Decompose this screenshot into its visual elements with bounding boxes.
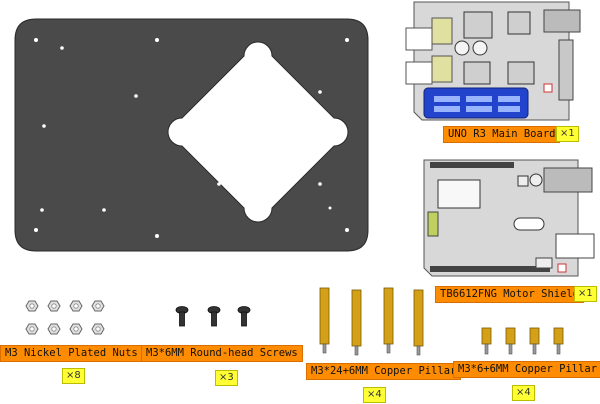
main-board-qty: ×1 xyxy=(556,126,579,142)
nuts-illustration xyxy=(25,300,105,335)
uno-board-illustration xyxy=(405,1,581,121)
main-board-label: UNO R3 Main Board xyxy=(443,126,561,143)
nuts-qty: ×8 xyxy=(62,368,85,384)
long-pillar-qty: ×4 xyxy=(363,387,386,403)
screws-label: M3*6MM Round-head Screws xyxy=(141,345,303,362)
base-plate xyxy=(14,18,369,252)
screws-illustration xyxy=(175,306,251,327)
motor-shield-label: TB6612FNG Motor Shield xyxy=(435,286,585,303)
short-pillars-illustration xyxy=(481,327,564,355)
long-pillars-illustration xyxy=(319,287,424,356)
long-pillar-label: M3*24+6MM Copper Pillar xyxy=(306,363,462,380)
screws-qty: ×3 xyxy=(215,370,238,386)
short-pillar-qty: ×4 xyxy=(512,385,535,401)
nuts-label: M3 Nickel Plated Nuts xyxy=(0,345,143,362)
motor-shield-qty: ×1 xyxy=(574,286,597,302)
motor-shield-illustration xyxy=(423,159,595,277)
short-pillar-label: M3*6+6MM Copper Pillar xyxy=(453,361,600,378)
